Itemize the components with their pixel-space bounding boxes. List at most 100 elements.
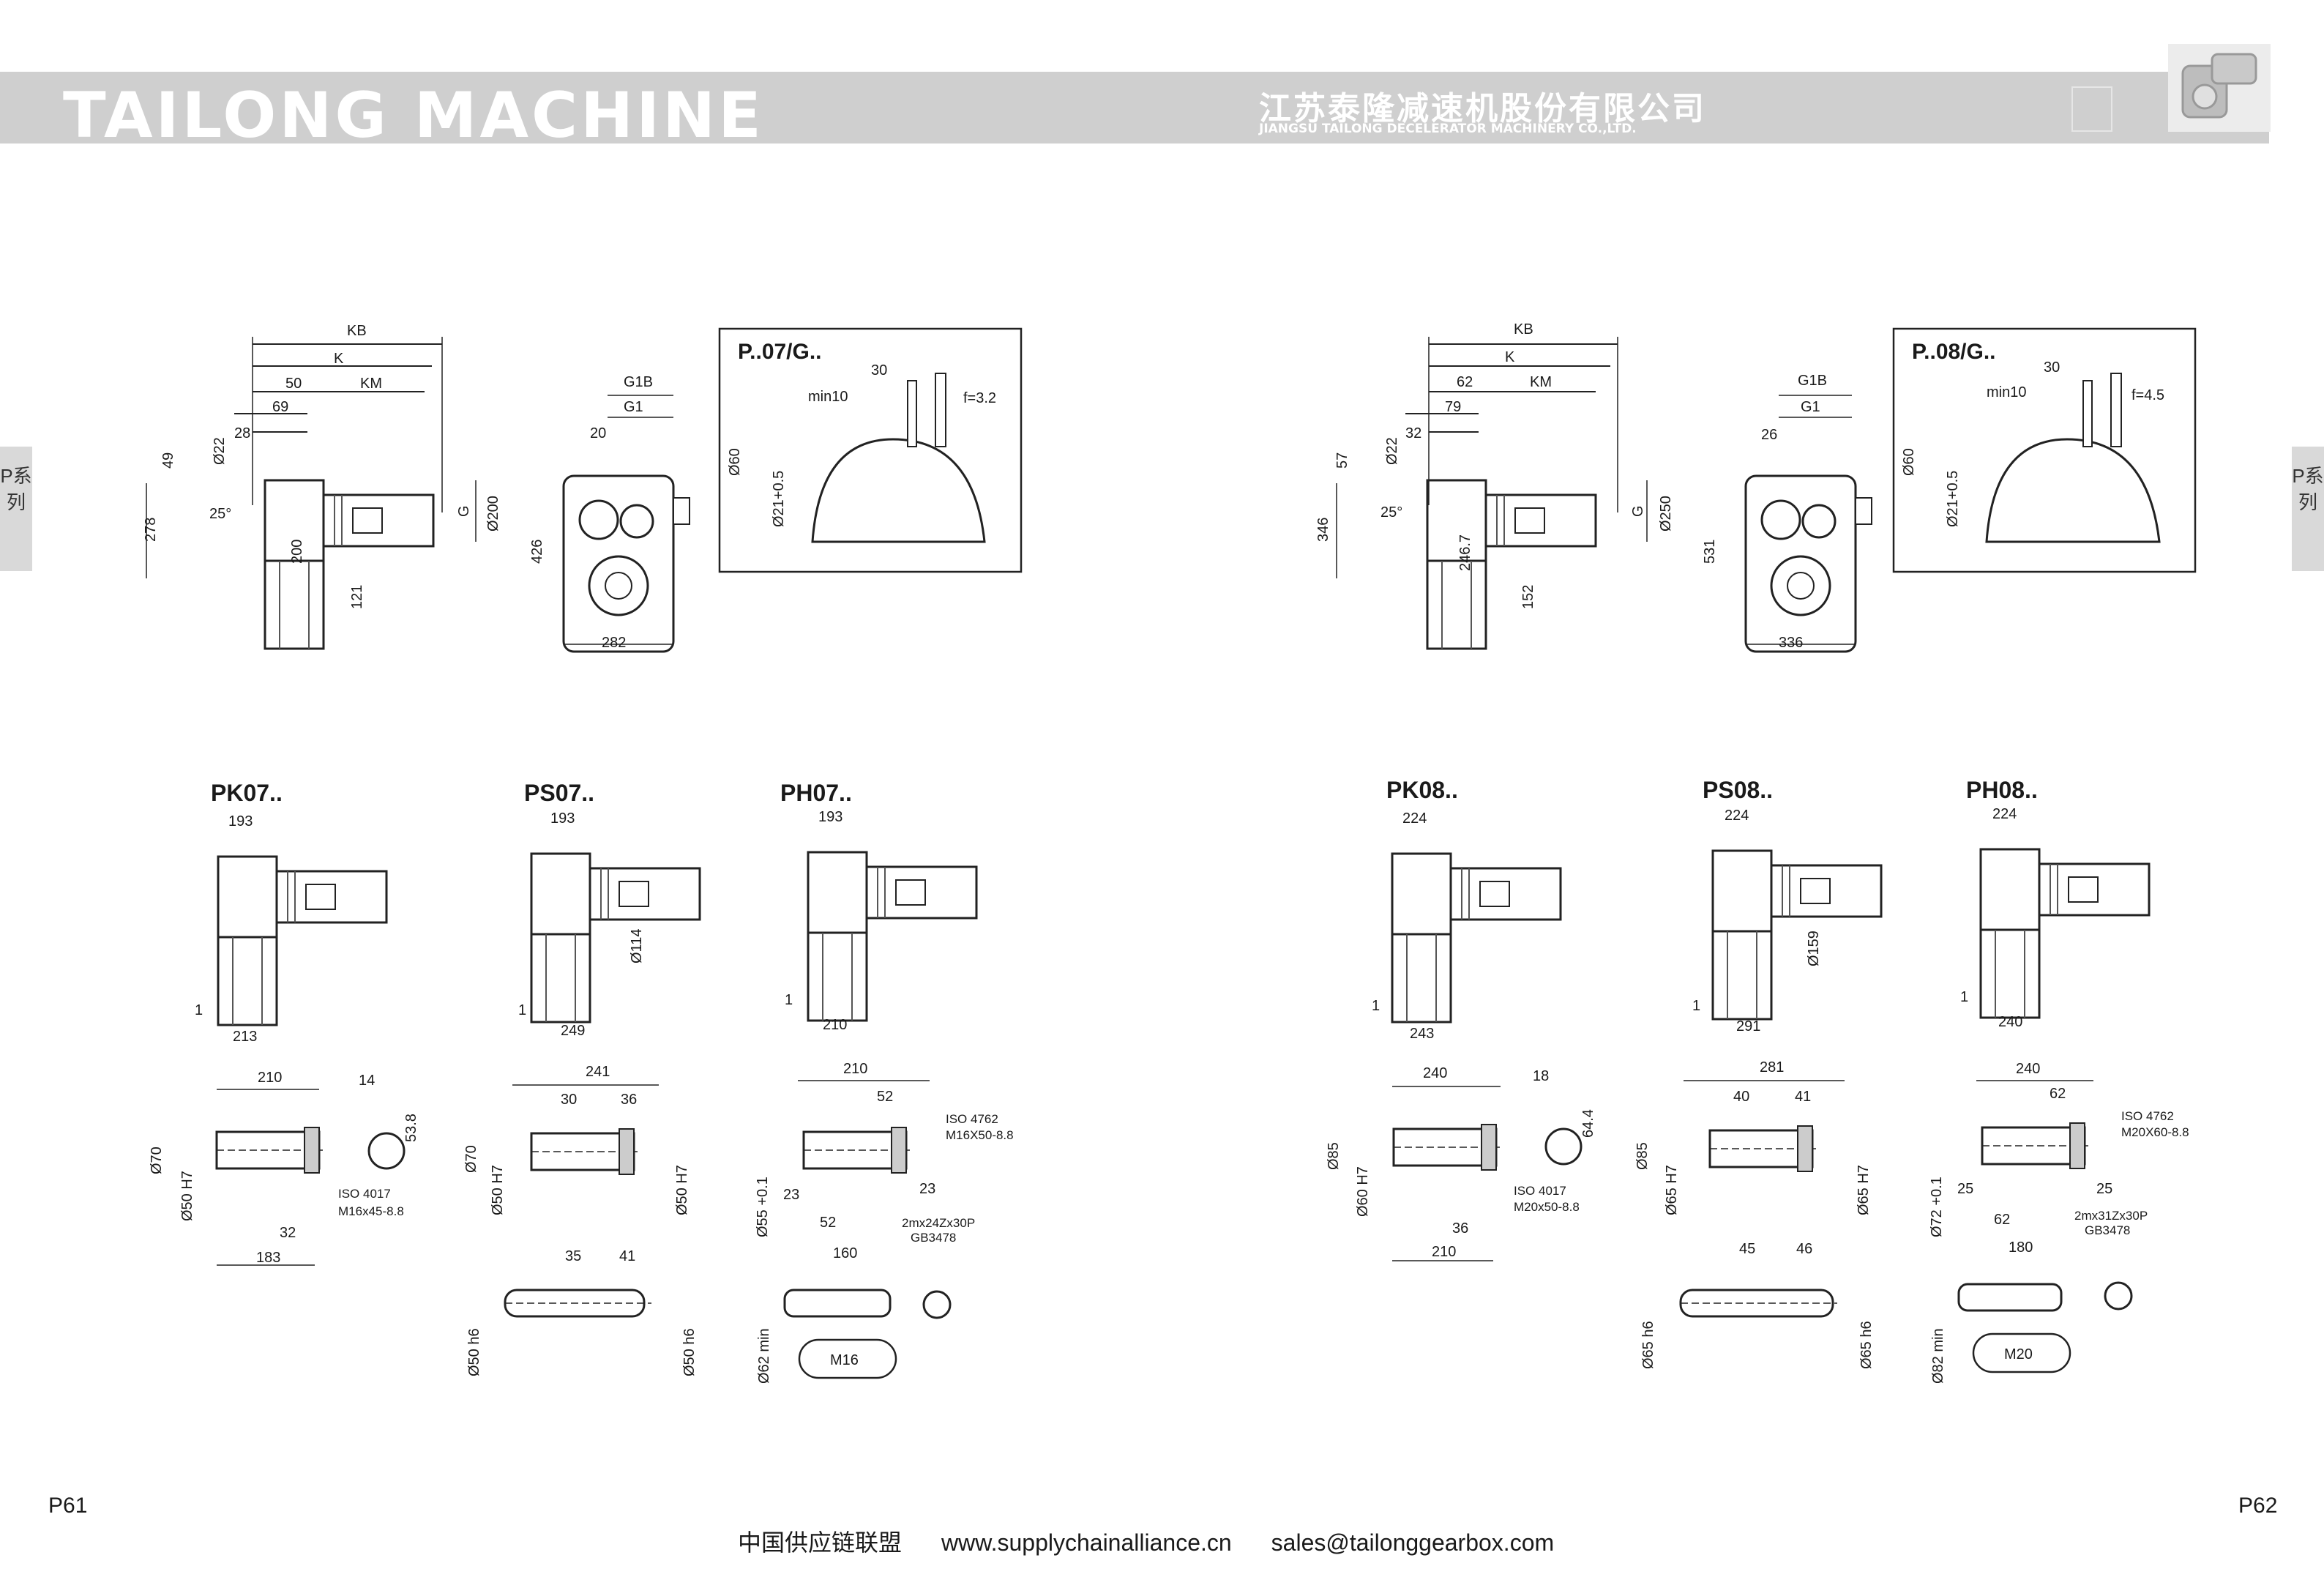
dim-g: G — [456, 505, 472, 517]
pk07-top: 193 — [228, 813, 253, 829]
dim-246: 246.7 — [1457, 534, 1473, 571]
ph08-bolt: M20 — [2004, 1346, 2033, 1362]
variant-title-ps07: PS07.. — [524, 780, 594, 806]
ph08-phi82: Ø82 min — [1930, 1328, 1946, 1384]
inset-dim-30: 30 — [871, 362, 887, 379]
pk08-iso: ISO 4017 — [1514, 1184, 1566, 1198]
inset-dim-30-08: 30 — [2044, 359, 2060, 376]
dim-phi22-08: Ø22 — [1384, 437, 1400, 465]
dim-69: 69 — [272, 399, 288, 415]
variant-title-ps08: PS08.. — [1703, 777, 1773, 803]
ps07-phi50a: Ø50 H7 — [490, 1165, 506, 1215]
ps07-phi50h6b: Ø50 h6 — [681, 1328, 698, 1376]
dim-57: 57 — [1334, 452, 1350, 469]
ps07-30: 30 — [561, 1092, 577, 1108]
pk08-iso2: M20x50-8.8 — [1514, 1200, 1580, 1214]
footer-alliance: 中国供应链联盟 — [738, 1529, 903, 1556]
ps07-41: 41 — [619, 1248, 635, 1264]
dim-426: 426 — [529, 540, 545, 564]
ps08-45: 45 — [1739, 1241, 1755, 1257]
ps08-phi65h6b: Ø65 h6 — [1858, 1321, 1875, 1369]
dim-kb: KB — [347, 323, 367, 339]
inset-frame-07 — [718, 327, 1023, 573]
ph07-one: 1 — [785, 992, 793, 1008]
ps08-phi85: Ø85 — [1634, 1142, 1651, 1170]
pk07-phi50: Ø50 H7 — [179, 1171, 195, 1221]
ps08-46: 46 — [1796, 1241, 1812, 1257]
dim-km: KM — [360, 376, 382, 392]
ph07-phi55: Ø55 +0.1 — [755, 1177, 771, 1237]
ph07-top: 193 — [818, 809, 842, 825]
dim-angle: 25° — [209, 506, 231, 522]
inset-title-07: P..07/G.. — [738, 340, 822, 364]
dim-26: 26 — [1761, 427, 1777, 443]
ph08-shaft-len: 240 — [2016, 1061, 2040, 1077]
dim-g1: G1 — [624, 399, 643, 415]
dim-phi250: Ø250 — [1658, 496, 1674, 532]
footer-website[interactable]: www.supplychainalliance.cn — [941, 1529, 1232, 1556]
ph08-iso2: M20X60-8.8 — [2121, 1125, 2189, 1139]
dim-121: 121 — [349, 585, 365, 609]
ps08-phi65b: Ø65 H7 — [1856, 1165, 1872, 1215]
pk08-one: 1 — [1372, 998, 1380, 1014]
ph07-23a: 23 — [783, 1187, 799, 1203]
ps08-shaft-len: 281 — [1760, 1059, 1784, 1075]
ps07-phi: Ø114 — [629, 929, 645, 963]
pk08-phi60: Ø60 H7 — [1355, 1166, 1371, 1217]
dim-g-08: G — [1630, 505, 1646, 517]
header-banner — [0, 72, 2269, 143]
inset-dim-f: f=3.2 — [963, 390, 996, 406]
inset-dim-min10: min10 — [808, 389, 848, 405]
inset-dim-min10-08: min10 — [1987, 384, 2026, 400]
ps07-top: 193 — [550, 810, 575, 827]
pk07-one: 1 — [195, 1002, 203, 1018]
pk07-183: 183 — [256, 1250, 280, 1266]
ps08-40: 40 — [1733, 1089, 1749, 1105]
dim-278: 278 — [143, 518, 159, 542]
side-tab-right: P系列 — [2292, 447, 2324, 571]
variant-title-pk08: PK08.. — [1386, 777, 1458, 803]
header-decoration — [2071, 86, 2112, 132]
ps07-bottom: 249 — [561, 1023, 585, 1039]
pk07-phi70: Ø70 — [149, 1147, 165, 1174]
dim-152: 152 — [1520, 585, 1536, 609]
pk07-key-53: 53.8 — [403, 1114, 419, 1142]
ph08-bottom: 240 — [1998, 1014, 2022, 1030]
dim-79: 79 — [1445, 399, 1461, 415]
ps08-41: 41 — [1795, 1089, 1811, 1105]
ps08-top: 224 — [1725, 808, 1749, 824]
dim-angle-08: 25° — [1380, 504, 1402, 521]
company-name-cn: 江苏泰隆减速机股份有限公司 — [1259, 90, 1706, 127]
pk08-bottom: 243 — [1410, 1026, 1434, 1042]
ph07-52b: 52 — [820, 1215, 836, 1231]
dim-336: 336 — [1779, 635, 1803, 651]
dim-20: 20 — [590, 425, 606, 441]
inset-dim-phi60: Ø60 — [727, 448, 743, 476]
ph07-bolt: M16 — [830, 1352, 859, 1368]
dim-phi22: Ø22 — [212, 437, 228, 465]
ph07-23b: 23 — [919, 1181, 935, 1197]
pk07-iso: ISO 4017 — [338, 1187, 391, 1201]
dim-phi200: Ø200 — [485, 496, 501, 532]
ps07-one: 1 — [518, 1002, 526, 1018]
ph08-62: 62 — [2050, 1086, 2066, 1102]
dim-200: 200 — [289, 540, 305, 564]
ph07-spline: 2mx24Zx30P — [902, 1216, 975, 1230]
ph08-180: 180 — [2009, 1239, 2033, 1256]
ph07-shaft-len: 210 — [843, 1061, 867, 1077]
ph08-25a: 25 — [1957, 1181, 1973, 1197]
pk08-top: 224 — [1402, 810, 1427, 827]
inset-dim-phi60-08: Ø60 — [1901, 448, 1917, 476]
footer-email[interactable]: sales@tailonggearbox.com — [1271, 1529, 1555, 1556]
variant-title-ph08: PH08.. — [1966, 777, 2038, 803]
dim-49: 49 — [160, 452, 176, 469]
inset-dim-f-08: f=4.5 — [2131, 387, 2164, 403]
pk07-32: 32 — [280, 1225, 296, 1241]
brand-title: TAILONG MACHINE — [63, 79, 764, 152]
ph08-phi72: Ø72 +0.1 — [1929, 1177, 1945, 1237]
ps07-35: 35 — [565, 1248, 581, 1264]
inset-dim-phi21-08: Ø21+0.5 — [1945, 471, 1961, 527]
ph07-160: 160 — [833, 1245, 857, 1261]
dim-282: 282 — [602, 635, 626, 651]
